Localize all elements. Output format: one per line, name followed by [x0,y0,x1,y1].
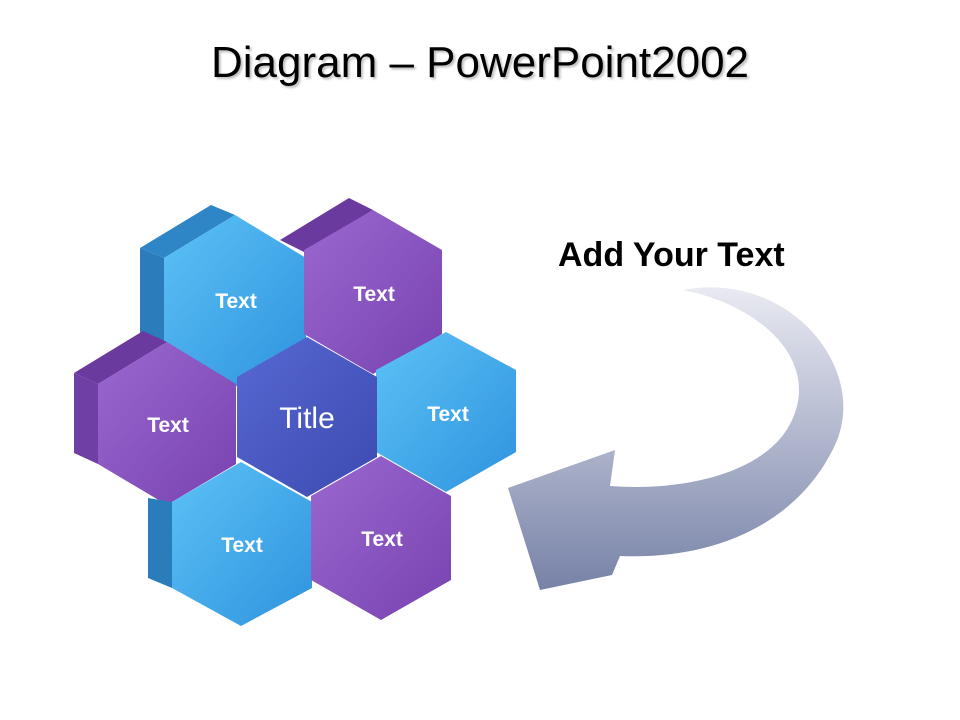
hex-label-top-right: Text [353,283,395,306]
hex-cell-top-right: Text [280,198,442,374]
hex-label-bottom-left: Text [221,534,263,557]
slide-title: Diagram – PowerPoint2002 [210,38,750,87]
hex-cell-top-left: Text [140,205,306,387]
hex-label-top-left: Text [215,290,257,313]
hex-cell-center: Title [237,337,377,497]
hex-cell-bottom-left: Text [148,462,312,626]
hex-cell-left: Text [74,331,236,505]
hex-label-right: Text [427,403,469,426]
hex-cell-bottom-right: Text [311,456,451,620]
hex-title-center: Title [279,402,335,435]
hex-label-bottom-right: Text [361,528,403,551]
hex-label-left: Text [147,414,189,437]
curved-arrow-icon [508,287,844,590]
hex-cell-right: Text [376,332,516,492]
callout-text: Add Your Text [558,236,785,274]
